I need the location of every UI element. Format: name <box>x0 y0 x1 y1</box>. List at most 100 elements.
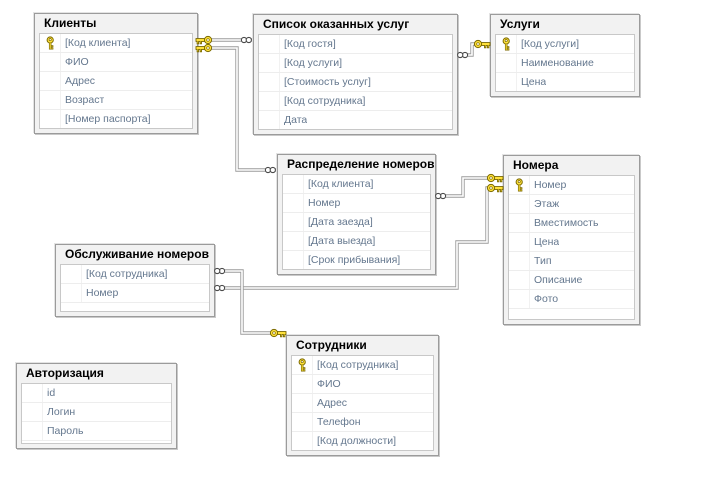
entity-table[interactable]: Список оказанных услуг [Код гостя] [Код … <box>253 14 458 135</box>
field-row[interactable]: [Код клиента] <box>283 175 430 194</box>
field-name: [Код сотрудника] <box>317 359 399 371</box>
field-row[interactable]: [Дата выезда] <box>283 232 430 251</box>
field-row[interactable]: Цена <box>509 233 634 252</box>
field-row[interactable]: Дата <box>259 111 452 129</box>
empty-key-cell <box>509 214 530 232</box>
field-row[interactable]: [Срок прибывания] <box>283 251 430 269</box>
field-row[interactable]: Логин <box>22 403 171 422</box>
field-row[interactable]: [Код гостя] <box>259 35 452 54</box>
field-row[interactable]: Цена <box>496 73 634 91</box>
field-name: [Код гостя] <box>284 38 336 50</box>
table-title[interactable]: Номера <box>513 158 559 172</box>
empty-key-cell <box>509 290 530 308</box>
entity-table[interactable]: Номера Номер Этаж Вместимость Цена Тип О… <box>503 155 640 325</box>
empty-key-cell <box>259 35 280 53</box>
field-name: [Код должности] <box>317 435 397 447</box>
field-name: Возраст <box>65 94 105 106</box>
field-row[interactable]: Возраст <box>40 91 192 110</box>
field-name: Логин <box>47 406 76 418</box>
relationship-connector[interactable] <box>214 267 287 338</box>
table-title[interactable]: Авторизация <box>26 366 104 380</box>
relationship-connector[interactable] <box>195 35 252 45</box>
table-title[interactable]: Обслуживание номеров <box>65 247 209 261</box>
field-row[interactable]: [Номер паспорта] <box>40 110 192 128</box>
field-name: [Код сотрудника] <box>284 95 366 107</box>
many-side-infinity-icon <box>214 284 226 292</box>
table-field-list: [Код клиента] ФИО Адрес Возраст [Номер п… <box>39 33 193 129</box>
field-row[interactable]: id <box>22 384 171 403</box>
empty-key-cell <box>496 73 517 91</box>
entity-table[interactable]: Услуги [Код услуги] Наименование Цена <box>490 14 640 97</box>
field-row[interactable]: Вместимость <box>509 214 634 233</box>
field-name: ФИО <box>65 56 89 68</box>
field-row[interactable]: Пароль <box>22 422 171 441</box>
field-row[interactable]: [Код сотрудника] <box>259 92 452 111</box>
field-name: Вместимость <box>534 217 599 229</box>
field-row[interactable]: Номер <box>509 176 634 195</box>
table-title[interactable]: Распределение номеров <box>287 157 435 171</box>
table-title[interactable]: Услуги <box>500 17 540 31</box>
table-field-list: [Код гостя] [Код услуги] [Стоимость услу… <box>258 34 453 130</box>
field-row[interactable]: Фото <box>509 290 634 309</box>
empty-key-cell <box>22 403 43 421</box>
table-field-list: [Код сотрудника] Номер <box>60 264 210 312</box>
field-row[interactable]: Тип <box>509 252 634 271</box>
empty-key-cell <box>292 432 313 450</box>
field-row[interactable]: [Дата заезда] <box>283 213 430 232</box>
field-name: Пароль <box>47 425 84 437</box>
field-row[interactable]: [Код услуги] <box>496 35 634 54</box>
table-field-list: [Код услуги] Наименование Цена <box>495 34 635 92</box>
relationship-connector[interactable] <box>435 173 504 200</box>
entity-table[interactable]: Сотрудники [Код сотрудника] ФИО Адрес Те… <box>286 335 439 456</box>
one-side-key-icon <box>269 328 287 338</box>
field-row[interactable]: [Стоимость услуг] <box>259 73 452 92</box>
empty-key-cell <box>292 375 313 393</box>
field-row[interactable]: [Код сотрудника] <box>292 356 433 375</box>
field-name: Цена <box>521 76 547 88</box>
entity-table[interactable]: Авторизация id Логин Пароль <box>16 363 177 449</box>
field-name: [Код клиента] <box>308 178 374 190</box>
field-row[interactable]: [Код клиента] <box>40 34 192 53</box>
empty-key-cell <box>509 233 530 251</box>
field-row[interactable]: Описание <box>509 271 634 290</box>
one-side-key-icon <box>195 35 213 45</box>
field-row[interactable]: Адрес <box>292 394 433 413</box>
entity-table[interactable]: Клиенты [Код клиента] ФИО Адрес Возраст … <box>34 13 198 134</box>
empty-key-cell <box>283 213 304 231</box>
table-title[interactable]: Клиенты <box>44 16 97 30</box>
empty-row-space <box>61 303 209 311</box>
field-row[interactable]: [Код сотрудника] <box>61 265 209 284</box>
primary-key-cell <box>40 34 61 52</box>
field-row[interactable]: [Код должности] <box>292 432 433 450</box>
field-row[interactable]: Номер <box>283 194 430 213</box>
entity-table[interactable]: Обслуживание номеров [Код сотрудника] Но… <box>55 244 215 317</box>
many-side-infinity-icon <box>457 51 469 59</box>
field-row[interactable]: Наименование <box>496 54 634 73</box>
empty-key-cell <box>283 194 304 212</box>
field-name: [Дата выезда] <box>308 235 376 247</box>
entity-table[interactable]: Распределение номеров [Код клиента] Номе… <box>277 154 436 275</box>
field-name: id <box>47 387 56 399</box>
field-row[interactable]: ФИО <box>40 53 192 72</box>
relationship-connector[interactable] <box>457 39 491 59</box>
many-side-infinity-icon <box>214 267 226 275</box>
table-title[interactable]: Сотрудники <box>296 338 367 352</box>
field-row[interactable]: Этаж <box>509 195 634 214</box>
empty-key-cell <box>496 54 517 72</box>
field-name: [Код сотрудника] <box>86 268 168 280</box>
table-field-list: [Код клиента] Номер [Дата заезда] [Дата … <box>282 174 431 270</box>
field-row[interactable]: Номер <box>61 284 209 303</box>
table-title[interactable]: Список оказанных услуг <box>263 17 410 31</box>
field-row[interactable]: Телефон <box>292 413 433 432</box>
field-row[interactable]: [Код услуги] <box>259 54 452 73</box>
field-name: [Код клиента] <box>65 37 131 49</box>
field-name: [Стоимость услуг] <box>284 76 371 88</box>
field-name: [Дата заезда] <box>308 216 373 228</box>
empty-key-cell <box>40 91 61 109</box>
field-row[interactable]: Адрес <box>40 72 192 91</box>
empty-key-cell <box>292 394 313 412</box>
field-row[interactable]: ФИО <box>292 375 433 394</box>
empty-key-cell <box>509 271 530 289</box>
field-name: Телефон <box>317 416 361 428</box>
